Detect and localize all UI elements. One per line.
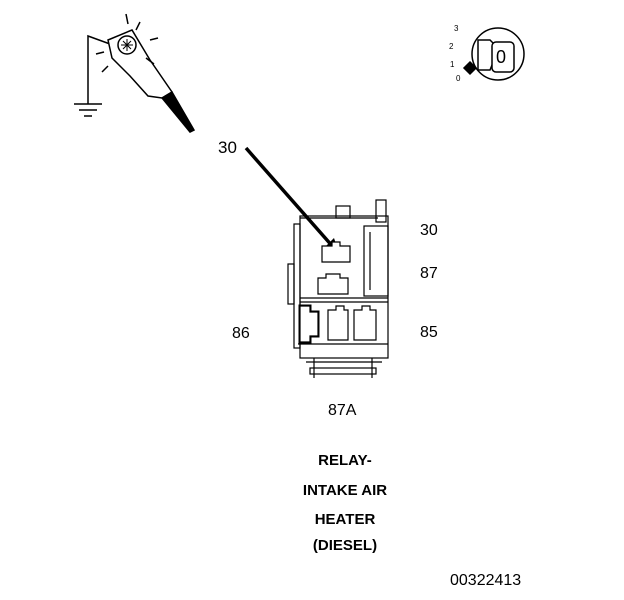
caption-line-2: INTAKE AIR: [302, 482, 388, 499]
pointer-arrow-icon: [244, 146, 340, 256]
relay-terminal-85: [353, 305, 377, 341]
ignition-key-label: 0: [496, 47, 507, 67]
ignition-position-0: 0: [456, 74, 461, 83]
test-light-probe-icon: [74, 13, 196, 133]
pin-label-86: 86: [232, 325, 250, 342]
pin-label-87a: 87A: [328, 402, 357, 419]
caption-line-1: RELAY-: [318, 452, 372, 469]
ignition-position-1: 1: [450, 60, 455, 69]
relay-terminal-87: [317, 273, 349, 295]
caption-line-4: (DIESEL): [312, 537, 378, 554]
relay-terminal-30: [321, 241, 351, 263]
ignition-position-2: 2: [449, 42, 454, 51]
ignition-position-3: 3: [454, 24, 459, 33]
relay-socket: [287, 199, 389, 378]
relay-terminal-87a: [327, 305, 349, 341]
pin-label-85: 85: [420, 324, 438, 341]
pin-label-30: 30: [420, 222, 438, 239]
probe-pointer-label: 30: [218, 138, 237, 157]
relay-terminal-86: [298, 304, 320, 344]
document-id: 00322413: [450, 572, 522, 589]
ignition-key-icon: [462, 27, 525, 81]
pin-label-87: 87: [420, 265, 438, 282]
caption-line-3: HEATER: [314, 511, 376, 528]
